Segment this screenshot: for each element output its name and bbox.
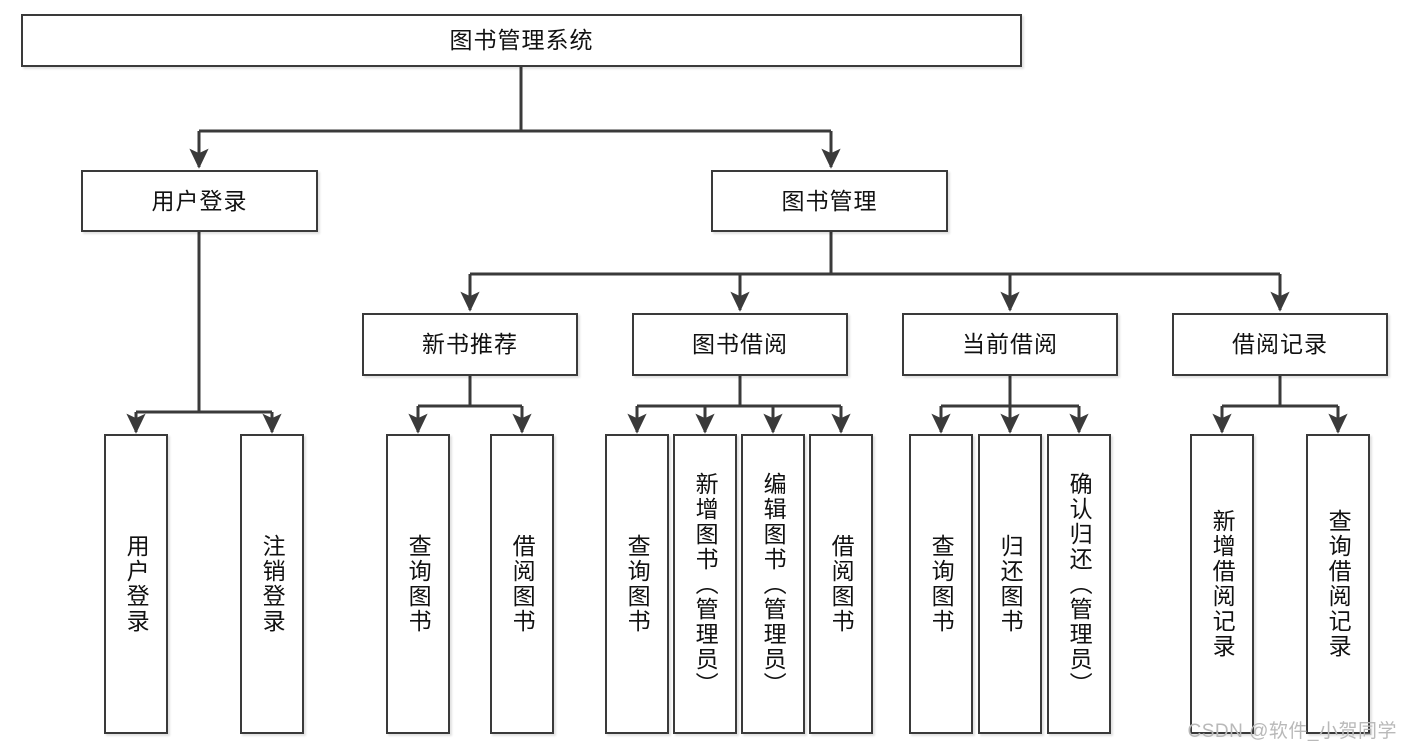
node-book-borrow-label: 图书借阅 (692, 331, 788, 357)
leaf-label: 确认归还（管理员） (1066, 471, 1093, 697)
leaf-label: 借阅图书 (509, 534, 536, 634)
leaf-borrow-edit-book-admin[interactable]: 编辑图书（管理员） (741, 434, 805, 734)
leaf-borrow-borrow-book[interactable]: 借阅图书 (809, 434, 873, 734)
leaf-record-query[interactable]: 查询借阅记录 (1306, 434, 1370, 734)
leaf-current-confirm-return-admin[interactable]: 确认归还（管理员） (1047, 434, 1111, 734)
leaf-current-query-book[interactable]: 查询图书 (909, 434, 973, 734)
leaf-record-add[interactable]: 新增借阅记录 (1190, 434, 1254, 734)
leaf-label: 编辑图书（管理员） (760, 471, 787, 697)
leaf-borrow-query-book[interactable]: 查询图书 (605, 434, 669, 734)
leaf-user-login-login[interactable]: 用户登录 (104, 434, 168, 734)
leaf-label: 查询图书 (624, 534, 651, 634)
leaf-label: 归还图书 (997, 534, 1024, 634)
leaf-label: 查询借阅记录 (1325, 509, 1352, 659)
leaf-label: 借阅图书 (828, 534, 855, 634)
leaf-label: 查询图书 (405, 534, 432, 634)
leaf-label: 新增借阅记录 (1209, 509, 1236, 659)
leaf-new-book-borrow[interactable]: 借阅图书 (490, 434, 554, 734)
node-new-book-recommend[interactable]: 新书推荐 (362, 313, 578, 376)
node-root[interactable]: 图书管理系统 (21, 14, 1022, 67)
node-book-management-label: 图书管理 (781, 187, 878, 214)
node-user-login-label: 用户登录 (151, 187, 248, 214)
node-current-borrow-label: 当前借阅 (962, 331, 1058, 357)
node-current-borrow[interactable]: 当前借阅 (902, 313, 1118, 376)
leaf-label: 用户登录 (123, 534, 150, 634)
node-book-borrow[interactable]: 图书借阅 (632, 313, 848, 376)
leaf-label: 查询图书 (928, 534, 955, 634)
node-new-book-recommend-label: 新书推荐 (422, 331, 518, 357)
node-book-management[interactable]: 图书管理 (711, 170, 948, 232)
leaf-current-return-book[interactable]: 归还图书 (978, 434, 1042, 734)
leaf-new-book-query[interactable]: 查询图书 (386, 434, 450, 734)
node-user-login[interactable]: 用户登录 (81, 170, 318, 232)
leaf-user-login-logout[interactable]: 注销登录 (240, 434, 304, 734)
leaf-label: 新增图书（管理员） (692, 471, 719, 697)
leaf-label: 注销登录 (259, 534, 286, 634)
node-root-label: 图书管理系统 (449, 27, 594, 53)
node-borrow-record-label: 借阅记录 (1232, 331, 1328, 357)
leaf-borrow-add-book-admin[interactable]: 新增图书（管理员） (673, 434, 737, 734)
node-borrow-record[interactable]: 借阅记录 (1172, 313, 1388, 376)
